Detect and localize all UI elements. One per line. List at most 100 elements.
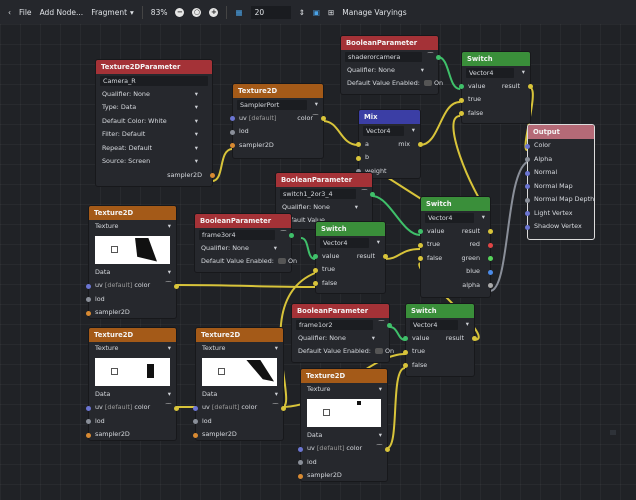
output-port[interactable] <box>174 283 179 289</box>
texture-preview[interactable] <box>202 357 277 386</box>
input-port[interactable] <box>230 143 235 148</box>
output-port[interactable] <box>383 254 388 259</box>
snap-stepper-icon[interactable]: ⇕ <box>298 7 305 17</box>
input-port[interactable] <box>418 229 423 234</box>
param-name-field[interactable]: switch1_2or3_4 <box>280 189 356 199</box>
qualifier-select[interactable]: None <box>313 202 330 211</box>
output-port[interactable] <box>418 142 423 147</box>
output-port[interactable] <box>488 269 493 275</box>
input-port[interactable] <box>356 142 361 147</box>
node-texture2d-b[interactable]: Texture2D Texture▾ Data▾ uv [default] co… <box>86 327 179 441</box>
output-port[interactable] <box>488 256 493 261</box>
filter-select[interactable]: Default <box>121 130 146 138</box>
input-port[interactable] <box>86 432 91 438</box>
node-texture2d-a[interactable]: Texture2D Texture▾ Data▾ uv [default] co… <box>86 205 179 319</box>
input-port[interactable] <box>525 197 530 203</box>
default-value-toggle[interactable] <box>277 258 286 264</box>
input-port[interactable] <box>86 297 91 302</box>
output-port[interactable] <box>436 54 441 60</box>
node-boolean-parameter-frame3or4[interactable]: BooleanParameter frame3or4⁀ Qualifier: N… <box>194 213 297 273</box>
param-name-field[interactable]: Camera_R <box>100 76 208 86</box>
input-port[interactable] <box>86 310 91 316</box>
default-color-select[interactable]: White <box>148 116 167 125</box>
node-texture2d-d[interactable]: Texture2D Texture▾ Data▾ uv [default] co… <box>298 368 390 482</box>
type-select[interactable]: Vector4 <box>466 68 514 78</box>
input-port[interactable] <box>298 446 303 452</box>
input-port[interactable] <box>298 460 303 465</box>
input-port[interactable] <box>86 283 91 289</box>
type-select[interactable]: Vector4 <box>363 126 404 136</box>
input-port[interactable] <box>459 111 464 116</box>
mode-select[interactable]: Fragment▾ <box>91 7 134 17</box>
zoom-out-icon[interactable]: − <box>175 7 185 17</box>
arrange-icon[interactable]: ⊞ <box>327 7 335 17</box>
qualifier-select[interactable]: None <box>232 243 249 252</box>
input-port[interactable] <box>403 349 408 355</box>
input-port[interactable] <box>313 281 318 286</box>
input-port[interactable] <box>193 405 198 411</box>
type-select[interactable]: Data <box>95 389 111 398</box>
type-select[interactable]: Data <box>95 267 111 276</box>
output-port[interactable] <box>174 405 179 411</box>
input-port[interactable] <box>418 242 423 248</box>
input-port[interactable] <box>403 336 408 341</box>
input-port[interactable] <box>230 116 235 121</box>
input-port[interactable] <box>193 432 198 438</box>
node-texture2d-parameter[interactable]: Texture2DParameter Camera_R Qualifier: N… <box>95 59 215 187</box>
output-port[interactable] <box>472 336 477 341</box>
node-boolean-parameter-shaderorcamera[interactable]: BooleanParameter shaderorcamera⁀ Qualifi… <box>340 35 443 95</box>
node-texture2d-sampler[interactable]: Texture2D SamplerPort▾ uv [default]color… <box>230 83 326 159</box>
source-select[interactable]: SamplerPort <box>237 100 307 110</box>
param-name-field[interactable]: shaderorcamera <box>345 52 422 62</box>
input-port[interactable] <box>418 256 423 261</box>
output-port[interactable] <box>387 322 392 328</box>
qualifier-select[interactable]: None <box>329 333 346 342</box>
back-button[interactable]: ‹ <box>8 8 11 17</box>
grid-icon[interactable]: ▦ <box>235 7 243 17</box>
input-port[interactable] <box>86 405 91 411</box>
output-port[interactable] <box>488 283 493 288</box>
type-select[interactable]: Vector4 <box>410 320 458 330</box>
add-node-button[interactable]: Add Node... <box>39 7 84 17</box>
input-port[interactable] <box>525 184 530 189</box>
minimap-icon[interactable]: ▣ <box>312 7 320 17</box>
texture-preview[interactable] <box>95 235 170 264</box>
output-port[interactable] <box>210 173 215 178</box>
output-port[interactable] <box>528 84 533 89</box>
param-name-field[interactable]: frame3or4 <box>199 230 275 240</box>
snap-input[interactable]: 20 <box>250 5 291 19</box>
input-port[interactable] <box>313 254 318 259</box>
input-port[interactable] <box>525 170 530 176</box>
texture-preview[interactable] <box>95 357 170 386</box>
default-value-toggle[interactable] <box>374 348 383 354</box>
node-output[interactable]: Output Color Alpha Normal Normal Map Nor… <box>525 124 595 240</box>
input-port[interactable] <box>525 211 530 216</box>
qualifier-select[interactable]: None <box>133 89 150 98</box>
source-select[interactable]: Texture <box>202 344 226 352</box>
texture-preview[interactable] <box>307 398 381 427</box>
source-select[interactable]: Texture <box>95 344 119 352</box>
input-port[interactable] <box>230 129 235 135</box>
zoom-in-icon[interactable]: + <box>209 7 219 17</box>
type-select[interactable]: Data <box>307 430 323 439</box>
output-port[interactable] <box>321 116 326 121</box>
output-port[interactable] <box>281 405 286 411</box>
input-port[interactable] <box>459 84 464 89</box>
output-port[interactable] <box>370 191 375 197</box>
param-name-field[interactable]: frame1or2 <box>296 320 373 330</box>
input-port[interactable] <box>403 363 408 368</box>
output-port[interactable] <box>385 446 390 452</box>
output-port[interactable] <box>488 229 493 234</box>
output-port[interactable] <box>488 242 493 248</box>
type-select[interactable]: Vector4 <box>425 213 474 223</box>
type-select[interactable]: Vector4 <box>320 238 369 248</box>
type-select[interactable]: Data <box>120 103 137 111</box>
file-menu[interactable]: File <box>19 7 32 17</box>
zoom-reset-icon[interactable]: ○ <box>192 7 202 17</box>
input-port[interactable] <box>193 419 198 424</box>
input-port[interactable] <box>525 157 530 162</box>
